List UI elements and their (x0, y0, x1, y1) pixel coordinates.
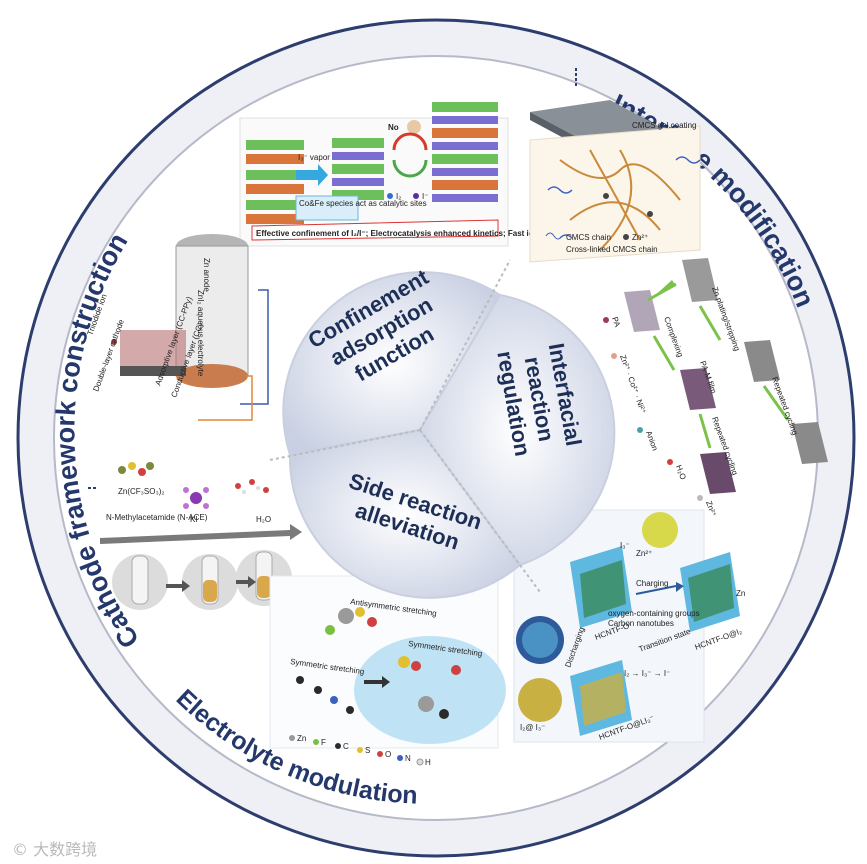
iodide-legend: I⁻ (422, 192, 428, 201)
zn-ion-label: Zn²⁺ (632, 233, 648, 242)
crosslinked-chain-label: Cross-linked CMCS chain (566, 245, 658, 254)
panel-interface-cmcs: CMCS gel coating CMCS chain Zn²⁺ Cross-l… (529, 68, 701, 263)
redox-label: I₂ → I₃⁻ → I⁻ (624, 669, 670, 678)
panel-cathode-crystal: I₃⁻ vapor Co&Fe species act as catalytic… (239, 102, 575, 247)
sector-confinement (282, 271, 502, 457)
nace-label: N-Methylacetamide (N-ACE) (106, 513, 208, 522)
triiodide-small-label: I₃⁻ (620, 541, 630, 550)
vials (112, 550, 292, 610)
legend-c-atom: C (343, 742, 349, 751)
charging-label: Charging (636, 579, 668, 588)
cycle-arrows (392, 132, 428, 151)
no-label: No (388, 123, 399, 132)
ki-label: KI (190, 515, 198, 524)
crystal-layers-left (246, 140, 304, 224)
cmcs-coating-label: CMCS gel coating (632, 121, 696, 130)
crystal-caption: Effective confinement of I₂/I⁻; Electroc… (256, 229, 575, 238)
vapor-label: I₃⁻ vapor (298, 153, 330, 162)
panel-electrolyte-molecular: Antisymmetric stretching Symmetric stret… (269, 575, 506, 767)
legend-s-atom: S (365, 746, 370, 755)
molecule-clusters (296, 607, 461, 719)
panel-electrolyte-vials: Zn(CF₃SO₃)₂ N-Methylacetamide (N-ACE) KI… (88, 462, 302, 610)
panel-interface-hcntf: Charging HCNTF-O I₃⁻ Zn²⁺ Zn HCNTF-O@I₂ … (513, 509, 745, 743)
electrolyte-label: ZnI₂ aqueous electrolyte (196, 290, 205, 377)
iodine-legend: I₂ (396, 192, 401, 201)
molecule-water (235, 479, 269, 494)
legend-f-atom: F (321, 738, 326, 747)
water-label: H₂O (256, 515, 271, 524)
zn-slabs (624, 258, 828, 494)
cmcs-chain-label: CMCS chain (566, 233, 611, 242)
molecule-zn-salt (118, 462, 154, 476)
legend-pa: PA (610, 316, 622, 329)
legend-zn-atom: Zn (297, 734, 306, 743)
zn-anode-label: Zn anode (202, 258, 211, 292)
nanotube-blocks (570, 546, 740, 736)
zn-ion-small-label: Zn²⁺ (636, 549, 652, 558)
catalytic-sites-label: Co&Fe species act as catalytic sites (299, 199, 427, 208)
crystal-layers-mid (332, 138, 384, 200)
zn-electrode-label: Zn (736, 589, 745, 598)
sector-side-reaction (288, 428, 522, 599)
molecule-ki (183, 487, 209, 509)
crystal-layers-right (432, 102, 498, 202)
watermark: © 大数跨境 (12, 840, 98, 859)
i2-i3-label: I₂@ I₃⁻ (520, 723, 545, 732)
electrode-particles (120, 330, 186, 376)
oxygen-groups-label: oxygen-containing groups (608, 609, 700, 618)
center-disc (268, 259, 616, 599)
zn-salt-label: Zn(CF₃SO₃)₂ (118, 487, 165, 496)
legend-n-atom: N (405, 754, 411, 763)
polymer-network (559, 149, 681, 251)
legend-h-atom: H (425, 758, 431, 767)
nanotubes-label: Carbon nanotubes (608, 619, 674, 628)
sector-interfacial (418, 293, 616, 567)
atom-legend: Zn F C S O N H (289, 734, 431, 767)
vapor-arrow (296, 164, 328, 186)
panel-cathode-cylinder: Zn anode ZnI₂ aqueous electrolyte Triiod… (85, 234, 269, 421)
legend-o-atom: O (385, 750, 391, 759)
